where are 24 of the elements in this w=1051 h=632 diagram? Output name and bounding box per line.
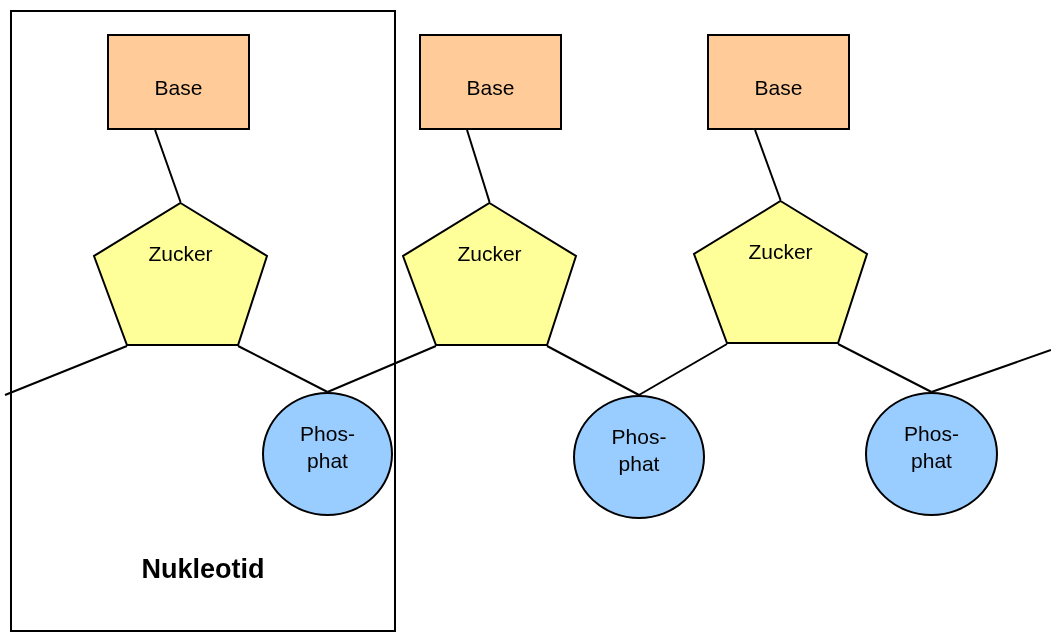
base-box: [107, 34, 250, 130]
base-box: [419, 34, 562, 130]
node-label: Zucker: [147, 241, 214, 267]
node-label: Nukleotid: [140, 553, 266, 586]
connector-line: [154, 129, 182, 203]
connector-line: [638, 343, 728, 396]
node-label: Phos- phat: [903, 421, 960, 475]
connector-line: [466, 129, 491, 203]
node-label: Base: [465, 75, 516, 101]
connector-line: [837, 343, 933, 393]
node-label: Zucker: [456, 241, 523, 267]
nucleotide-frame: [10, 10, 396, 632]
node-label: Zucker: [747, 239, 814, 265]
connector-line: [754, 129, 782, 201]
base-box: [707, 34, 850, 130]
connector-line: [4, 345, 128, 396]
connector-line: [546, 345, 640, 396]
node-label: Base: [753, 75, 804, 101]
node-label: Phos- phat: [610, 424, 668, 478]
connector-line: [237, 345, 329, 393]
connector-line: [326, 345, 437, 393]
node-label: Phos- phat: [299, 421, 356, 475]
connector-line: [930, 349, 1051, 393]
node-label: Base: [153, 75, 204, 101]
